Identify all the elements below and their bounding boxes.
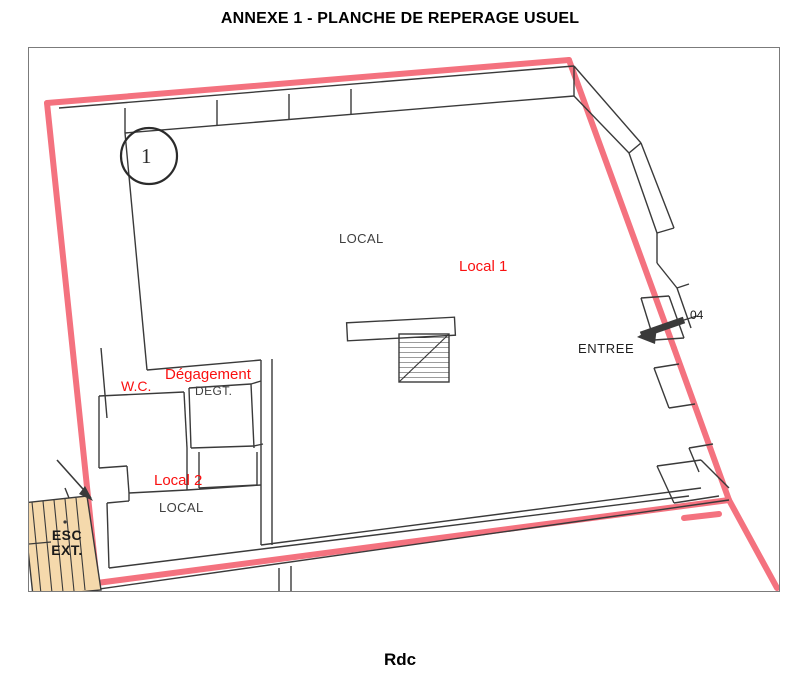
wall-left-interior [124, 132, 148, 371]
highlight-wall-right-lower [671, 345, 732, 503]
exterior-staircase [29, 459, 102, 591]
callout-leader-04 [683, 315, 698, 321]
local2-west-wall [106, 502, 110, 569]
wall-right-inner-b [676, 287, 692, 329]
wall-bottom-inner [260, 487, 702, 546]
building-outline [38, 65, 730, 591]
wall-right-inner-a [628, 152, 658, 234]
corner-recess-d [656, 465, 675, 504]
interior-stair-element [345, 316, 457, 383]
wall-top-inner [124, 95, 575, 134]
stair-diagonal-break [398, 333, 450, 383]
lower-recess-c [668, 403, 696, 409]
wc-south-jog-a [126, 465, 130, 494]
wc-north-wall [98, 391, 185, 397]
local1-south-wall [146, 359, 262, 371]
local2-north-c [186, 484, 262, 491]
wall-bottom-outer [80, 499, 730, 591]
entrance-recess-a [668, 295, 685, 339]
highlight-wall-top [44, 57, 572, 106]
entrance-recess-d [653, 337, 685, 341]
corner-recess-a [688, 443, 714, 449]
degt-west-wall [188, 387, 192, 449]
wall-top-outer [58, 65, 575, 109]
highlight-wall-bottom [94, 497, 732, 586]
degt-south-wall [190, 445, 255, 449]
entrance-recess-b [640, 295, 670, 299]
highlight-wall-right-upper [566, 57, 677, 351]
highlight-wall-right-tail [726, 497, 779, 591]
corner-recess-c [656, 459, 702, 467]
corner-recess-e [673, 495, 720, 504]
arrow-left-icon-head [637, 326, 657, 344]
esc-ext-center-dot [63, 520, 67, 524]
zone-marker-label: 1 [141, 144, 152, 168]
window-recess-2-c [676, 283, 690, 289]
floor-plan-drawing [29, 57, 779, 591]
degt-jamb-b [253, 443, 264, 447]
wc-east-wall [183, 391, 188, 449]
esc-ext-label-line1: ESC [51, 527, 83, 543]
degt-jamb-a [250, 380, 262, 385]
local2-north-a [106, 500, 130, 504]
zone-marker-circle [119, 126, 179, 186]
window-recess-2-b [656, 262, 678, 289]
lower-recess-a [653, 363, 680, 369]
window-recess-1-top [628, 142, 642, 154]
highlight-wall-stub-right [681, 511, 722, 521]
entrance-arrow-group [637, 315, 698, 344]
corner-recess-b [688, 447, 700, 473]
wall-left-outer-seg [100, 347, 108, 419]
wall-right-corner-top-outer [573, 65, 642, 144]
degt-north-wall [188, 383, 252, 389]
wall-right-outer-a [640, 142, 675, 229]
lower-recess-b [653, 367, 670, 409]
wc-south-wall-b [128, 489, 188, 494]
degt-east-wall [250, 383, 255, 449]
wall-right-corner-top [573, 95, 630, 154]
sheet-label: Rdc [383, 650, 417, 669]
wc-south-wall-a [98, 465, 128, 469]
esc-ext-treads [31, 497, 86, 591]
arrow-diagonal-icon-head [79, 486, 93, 501]
wall-bottom-mid [108, 495, 690, 569]
corner-recess-f [700, 459, 730, 489]
plan-drawing-frame: 1 LOCAL Local 1 LOCAL Local 2 W.C. DEGT.… [28, 47, 780, 592]
esc-ext-tick [29, 541, 52, 545]
page-title: ANNEXE 1 - PLANCHE DE REPERAGE USUEL [220, 10, 580, 27]
esc-ext-label: ESC EXT. [39, 528, 95, 558]
esc-ext-label-line2: EXT. [51, 542, 83, 558]
window-recess-1-bot [656, 227, 675, 234]
